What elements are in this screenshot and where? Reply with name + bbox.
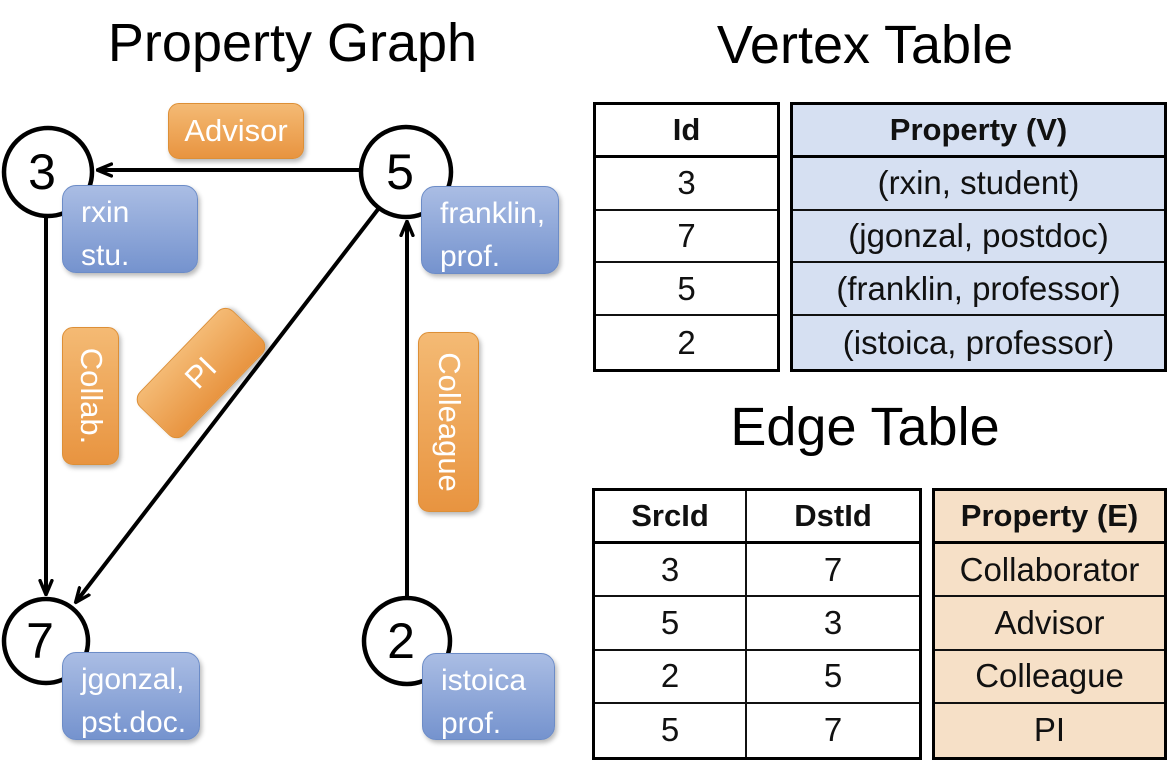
edge-label-advisor-text: Advisor [184, 113, 288, 148]
table-cell: 3 [823, 603, 843, 641]
table-cell: 5 [596, 263, 777, 317]
edge-table-header-property: Property (E) [935, 491, 1164, 545]
table-cell: (jgonzal, postdoc) [793, 211, 1164, 264]
vertex-property-jgonzal: jgonzal, pst.doc. [62, 652, 200, 740]
edge-table-id-columns: SrcId DstId 3 7 5 3 2 5 5 7 [592, 488, 922, 760]
table-cell: 2 [595, 650, 747, 702]
table-cell: PI [1033, 711, 1066, 749]
table-cell: 5 [823, 657, 843, 695]
table-cell: 3 [595, 544, 747, 596]
vertex-property-franklin: franklin, prof. [421, 186, 559, 274]
table-row: SrcId DstId [595, 491, 919, 545]
table-row: 2 5 [595, 650, 919, 704]
page-title-edge-table: Edge Table [730, 397, 1000, 457]
edge-5-7 [76, 206, 381, 602]
vertex-property-rxin: rxin stu. [62, 185, 198, 273]
table-cell: 2 [677, 323, 696, 361]
table-cell: 7 [823, 550, 843, 588]
edge-table-header-dstid: DstId [794, 498, 872, 534]
edge-label-colleague: Colleague [418, 332, 479, 512]
edge-label-collab-text: Collab. [73, 347, 109, 445]
table-cell: 5 [595, 597, 747, 649]
page-title-vertex-table: Vertex Table [716, 15, 1014, 75]
edge-label-advisor: Advisor [168, 103, 304, 159]
vertex-property-istoica: istoica prof. [422, 653, 555, 740]
page-title-property-graph: Property Graph [107, 13, 478, 73]
table-cell: 7 [596, 211, 777, 264]
table-cell: (franklin, professor) [793, 263, 1164, 317]
edge-table-property-column: Property (E) Collaborator Advisor Collea… [932, 488, 1167, 760]
table-cell: (rxin, student) [793, 158, 1164, 211]
edge-label-pi-text: PI [177, 349, 224, 396]
table-cell: 5 [595, 703, 747, 757]
table-row: 5 3 [595, 597, 919, 651]
vertex-table-id-column: Id 3 7 5 2 [593, 102, 780, 372]
table-cell: Advisor [935, 597, 1164, 651]
table-cell: Collaborator [935, 544, 1164, 598]
vertex-table-property-column: Property (V) (rxin, student) (jgonzal, p… [790, 102, 1167, 372]
table-cell: 7 [823, 711, 843, 749]
vertex-table-header-property: Property (V) [793, 105, 1164, 158]
table-row: 3 7 [595, 544, 919, 598]
table-row: 5 7 [595, 703, 919, 757]
vertex-table-header-id: Id [596, 105, 777, 158]
table-cell: 3 [596, 158, 777, 211]
edge-label-colleague-text: Colleague [431, 352, 467, 492]
table-cell: Colleague [935, 651, 1164, 704]
edge-table-header-srcid: SrcId [595, 491, 747, 542]
edge-label-collab: Collab. [62, 327, 119, 465]
table-cell: (istoica, professor) [842, 323, 1115, 361]
